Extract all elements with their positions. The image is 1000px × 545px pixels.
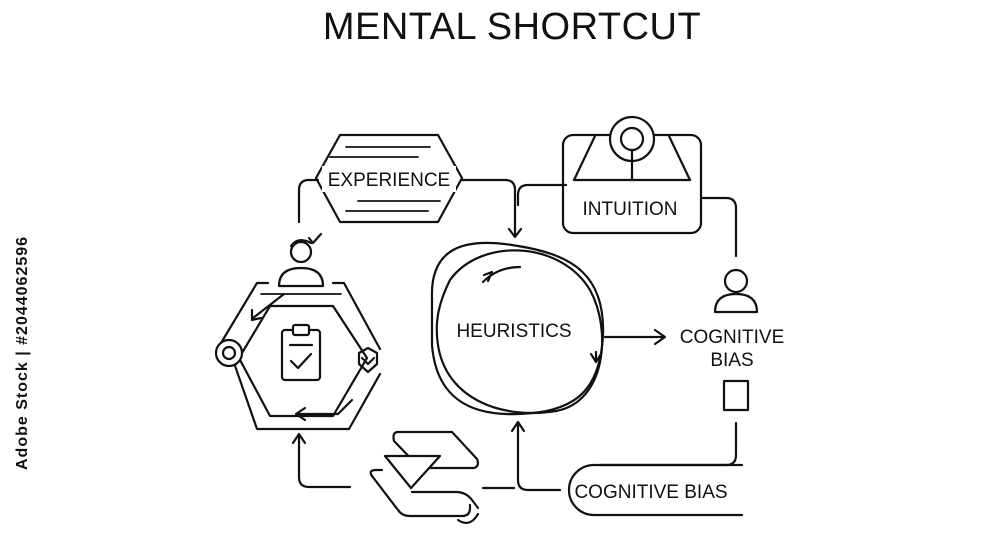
shield-icon bbox=[357, 346, 379, 374]
heuristics-node: HEURISTICS bbox=[430, 241, 605, 416]
connector-person-to-experience bbox=[297, 178, 320, 224]
person-head-icon bbox=[723, 268, 749, 294]
worker-hair-icon bbox=[289, 239, 313, 248]
chevron-bottom-shape bbox=[370, 474, 472, 518]
chevron-triangle-shape bbox=[383, 454, 442, 490]
shield-chevron-icon bbox=[360, 356, 376, 366]
intuition-sides bbox=[572, 134, 692, 182]
direction-chevrons-icon bbox=[369, 430, 480, 525]
worker-head-icon bbox=[289, 240, 313, 264]
cycle-arrow-left bbox=[251, 292, 286, 320]
heuristics-label-bg bbox=[450, 318, 578, 344]
connector-intuition-to-heuristics bbox=[516, 183, 568, 207]
target-icon-inner bbox=[221, 345, 237, 361]
cognitive-bias-bottom-label: COGNITIVE BIAS bbox=[574, 482, 727, 503]
experience-label: EXPERIENCE bbox=[328, 170, 450, 191]
heuristics-inner-loop bbox=[435, 249, 604, 415]
connectors bbox=[291, 178, 738, 492]
diagram-title: MENTAL SHORTCUT bbox=[323, 6, 701, 48]
experience-hexagon-shape bbox=[314, 133, 464, 224]
process-hexagon-group bbox=[214, 232, 382, 431]
cognitive-bias-right-line1: COGNITIVE bbox=[680, 327, 785, 348]
heuristics-cycle-arrowhead-top bbox=[482, 270, 494, 283]
clipboard-clip-icon bbox=[291, 323, 311, 337]
worker-body-icon bbox=[277, 266, 325, 288]
cycle-arrowhead-left bbox=[250, 308, 263, 322]
connector-pill-to-heuristics bbox=[516, 422, 562, 492]
clipboard-icon bbox=[280, 328, 322, 382]
cycle-arrowhead-bottom bbox=[294, 406, 307, 422]
heuristics-label: HEURISTICS bbox=[456, 321, 571, 342]
cognitive-bias-right-node: COGNITIVE BIAS bbox=[680, 268, 785, 412]
cycle-arrow-bottom bbox=[295, 398, 354, 416]
intuition-node: INTUITION bbox=[561, 115, 703, 235]
cognitive-bias-pill bbox=[567, 463, 744, 517]
chevron-bottom-tail bbox=[456, 512, 480, 525]
clipboard-check-icon bbox=[289, 352, 313, 370]
experience-label-bg bbox=[322, 166, 456, 192]
document-box-icon bbox=[722, 379, 750, 412]
arrowhead-up-heuristics-bottom bbox=[510, 420, 526, 433]
cognitive-bias-bottom-node: COGNITIVE BIAS bbox=[567, 463, 744, 517]
hexagon-outer-right bbox=[331, 281, 382, 351]
worker-check-icon bbox=[307, 232, 323, 245]
person-body-icon bbox=[713, 292, 759, 314]
chevron-bottom-inner bbox=[410, 490, 480, 510]
intuition-label: INTUITION bbox=[583, 199, 678, 220]
connector-arrows-to-hexagon bbox=[297, 434, 352, 489]
arrowhead-up-hexagon bbox=[291, 432, 307, 445]
watermark-side-text: Adobe Stock | #2044062596 bbox=[14, 236, 31, 470]
cognitive-bias-right-line2: BIAS bbox=[710, 350, 753, 371]
chevron-bottom-cap bbox=[369, 468, 384, 478]
arrowhead-right-bias bbox=[653, 328, 667, 346]
connector-intuition-to-bias bbox=[699, 196, 738, 258]
arrowhead-down-heuristics-top bbox=[507, 227, 523, 239]
chevron-top-shape bbox=[392, 430, 480, 470]
heuristics-cycle-arrow-top bbox=[481, 265, 522, 284]
experience-node: EXPERIENCE bbox=[314, 133, 464, 224]
hexagon-outer-bottom bbox=[231, 358, 382, 431]
connector-bias-to-pill bbox=[598, 421, 738, 467]
hexagon-outer-left bbox=[216, 281, 270, 350]
target-icon bbox=[214, 338, 244, 368]
connector-experience-to-heuristics bbox=[460, 178, 517, 238]
heuristics-cycle-arrowhead-right bbox=[589, 352, 603, 364]
